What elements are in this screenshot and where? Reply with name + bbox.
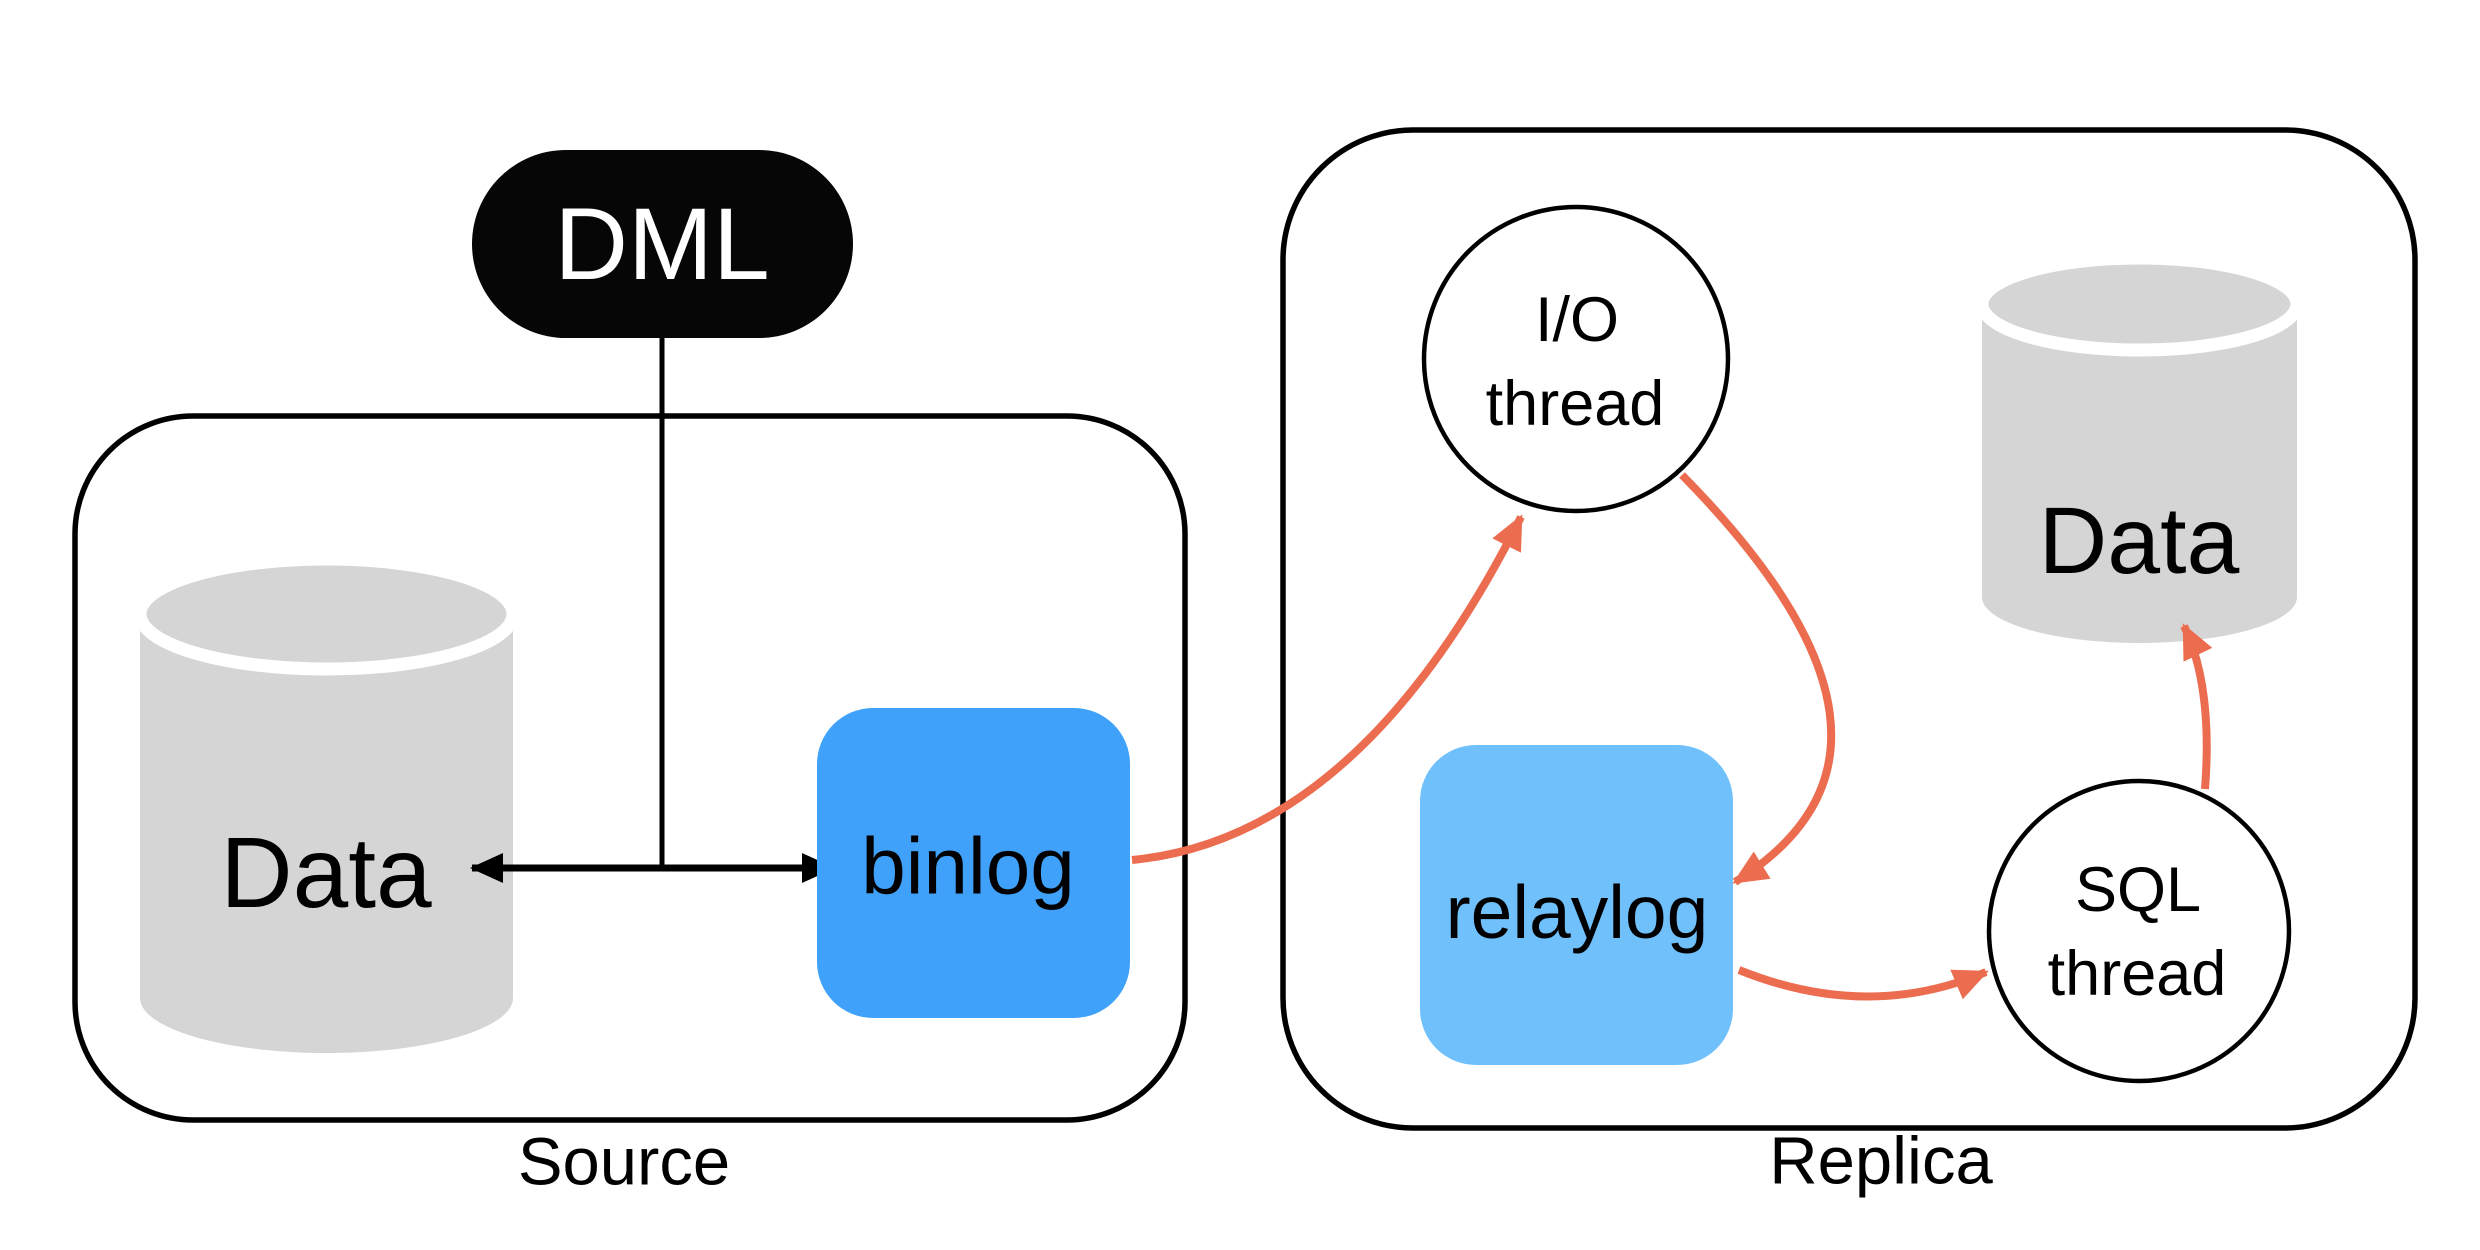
sql-thread-to-data-arrow xyxy=(2180,623,2213,790)
replication-arrows xyxy=(1131,472,2213,1001)
sql-thread-circle xyxy=(1986,778,2292,1084)
binlog-to-io-thread-arrow xyxy=(1131,514,1525,864)
io-thread-label-line2: thread xyxy=(1486,369,1665,439)
black-connectors xyxy=(470,338,835,883)
source-label: Source xyxy=(518,1125,730,1200)
io-thread-label-line1: I/O xyxy=(1535,285,1619,355)
io-thread-circle xyxy=(1421,204,1731,514)
sql-thread-label-line1: SQL xyxy=(2075,855,2201,925)
source-cylinder-top xyxy=(133,552,520,676)
black-labels: Data binlog Source I/O thread relaylog S… xyxy=(220,285,2239,1200)
replica-label: Replica xyxy=(1769,1124,1993,1199)
relaylog-label: relaylog xyxy=(1446,870,1709,954)
binlog-label: binlog xyxy=(861,822,1075,911)
thread-circles xyxy=(1421,204,2292,1084)
relaylog-box xyxy=(1420,745,1733,1065)
replica-cylinder-body xyxy=(1982,304,2297,643)
data-cylinders xyxy=(133,251,2304,1053)
sql-thread-label-line2: thread xyxy=(2048,939,2227,1009)
source-data-label: Data xyxy=(220,817,432,929)
relaylog-to-sql-thread-arrow xyxy=(1737,966,1989,1001)
source-cylinder-body xyxy=(140,614,513,1053)
replica-data-label: Data xyxy=(2039,488,2240,594)
replica-data-cylinder xyxy=(1975,251,2304,643)
binlog-box xyxy=(817,708,1130,1018)
replica-cylinder-top xyxy=(1975,251,2304,357)
io-thread-to-relaylog-arrow xyxy=(1679,472,1836,886)
dml-pill xyxy=(472,150,853,338)
dml-label: DML xyxy=(554,187,769,301)
source-data-cylinder xyxy=(133,552,520,1053)
